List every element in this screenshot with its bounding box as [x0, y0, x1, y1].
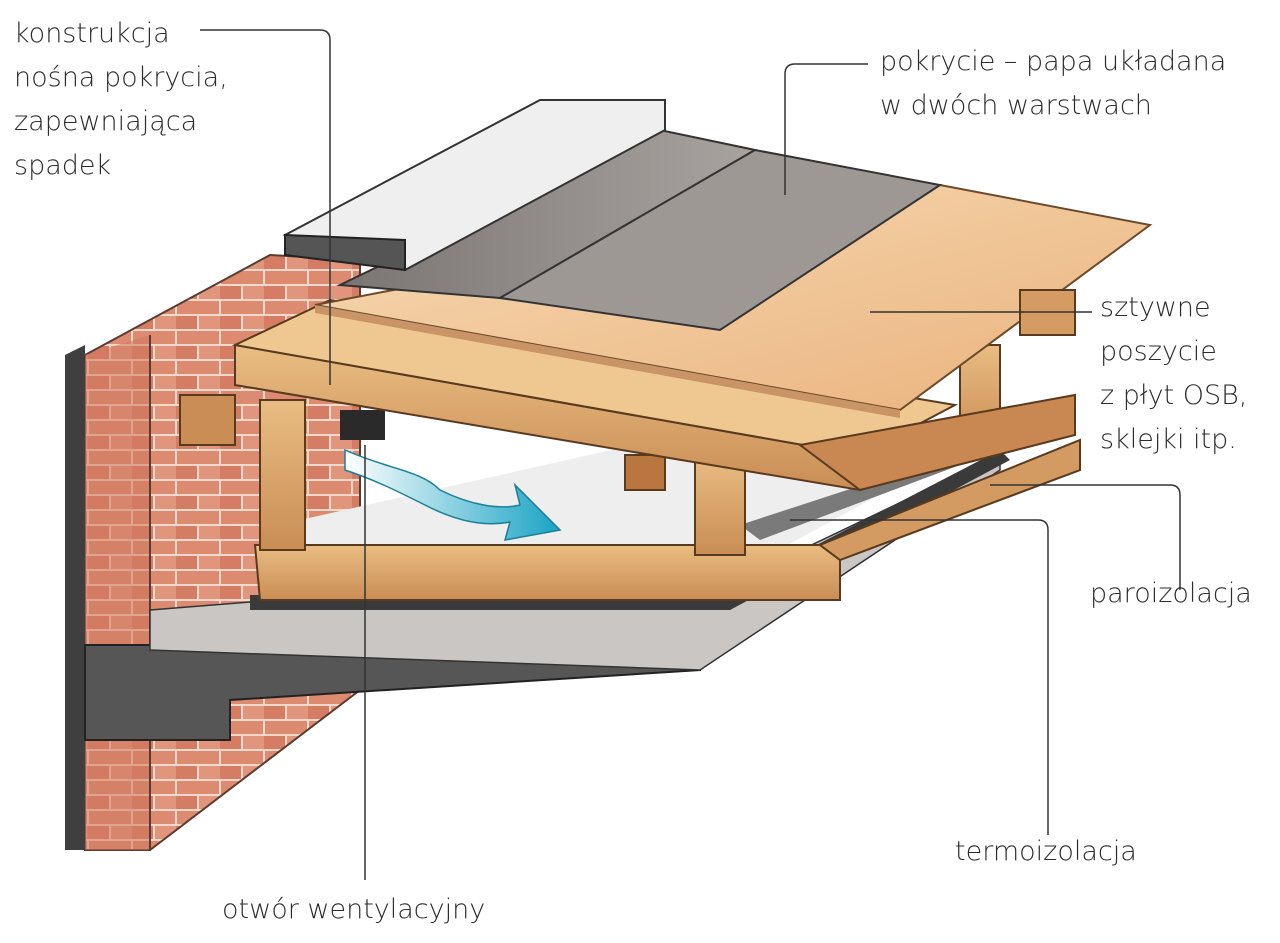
label-pokrycie-line-1: pokrycie – papa układana	[880, 46, 1227, 77]
airflow-arrow-icon	[344, 448, 562, 541]
leader-lines	[200, 29, 1181, 880]
leader-termoizolacja	[790, 519, 1049, 835]
label-poszycie-line-2: poszycie	[1100, 336, 1217, 367]
label-pokrycie-line-2: w dwóch warstwach	[880, 90, 1152, 121]
label-poszycie-line-3: z płyt OSB,	[1100, 380, 1248, 411]
label-paroizolacja-text: paroizolacja	[1090, 578, 1252, 609]
label-konstrukcja-line-1: konstrukcja	[14, 18, 170, 49]
label-poszycie: sztywne poszycie z płyt OSB, sklejki itp…	[1100, 286, 1247, 462]
leader-pokrycie	[784, 63, 868, 195]
ventilation-opening	[340, 410, 385, 440]
roof-felt	[282, 99, 943, 332]
label-termoizolacja-text: termoizolacja	[955, 836, 1137, 867]
label-konstrukcja: konstrukcja nośna pokrycia, zapewniająca…	[14, 12, 228, 188]
label-konstrukcja-line-3: zapewniająca	[14, 106, 198, 137]
label-poszycie-line-4: sklejki itp.	[1100, 424, 1237, 455]
label-termoizolacja: termoizolacja	[955, 830, 1137, 874]
label-otwor: otwór wentylacyjny	[222, 888, 485, 932]
leader-konstrukcja	[200, 29, 331, 385]
label-poszycie-line-1: sztywne	[1100, 292, 1211, 323]
label-konstrukcja-line-2: nośna pokrycia,	[14, 62, 228, 93]
label-pokrycie: pokrycie – papa układana w dwóch warstwa…	[880, 40, 1226, 128]
label-paroizolacja: paroizolacja	[1090, 572, 1252, 616]
label-konstrukcja-line-4: spadek	[14, 150, 112, 181]
label-otwor-text: otwór wentylacyjny	[222, 894, 486, 925]
main-rafter	[231, 298, 1076, 492]
lower-joist	[253, 438, 1081, 601]
leader-paroizolacja	[990, 484, 1181, 590]
